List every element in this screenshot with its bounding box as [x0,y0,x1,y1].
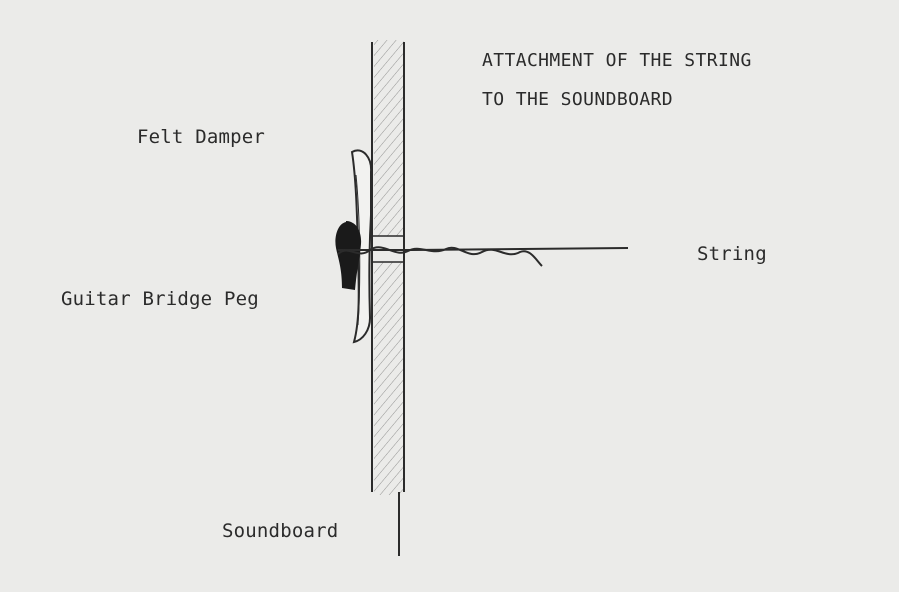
guitar-bridge-peg-shape [335,221,362,290]
soundboard-label: Soundboard [222,520,339,542]
guitar-bridge-peg-label: Guitar Bridge Peg [61,288,259,310]
string-line [337,246,629,267]
diagram-title-line-2: TO THE SOUNDBOARD [482,89,674,110]
string-label: String [697,243,767,265]
diagram-title-line-1: ATTACHMENT OF THE STRING [482,50,752,71]
soundboard-plank [371,40,405,556]
felt-damper-label: Felt Damper [137,126,266,148]
